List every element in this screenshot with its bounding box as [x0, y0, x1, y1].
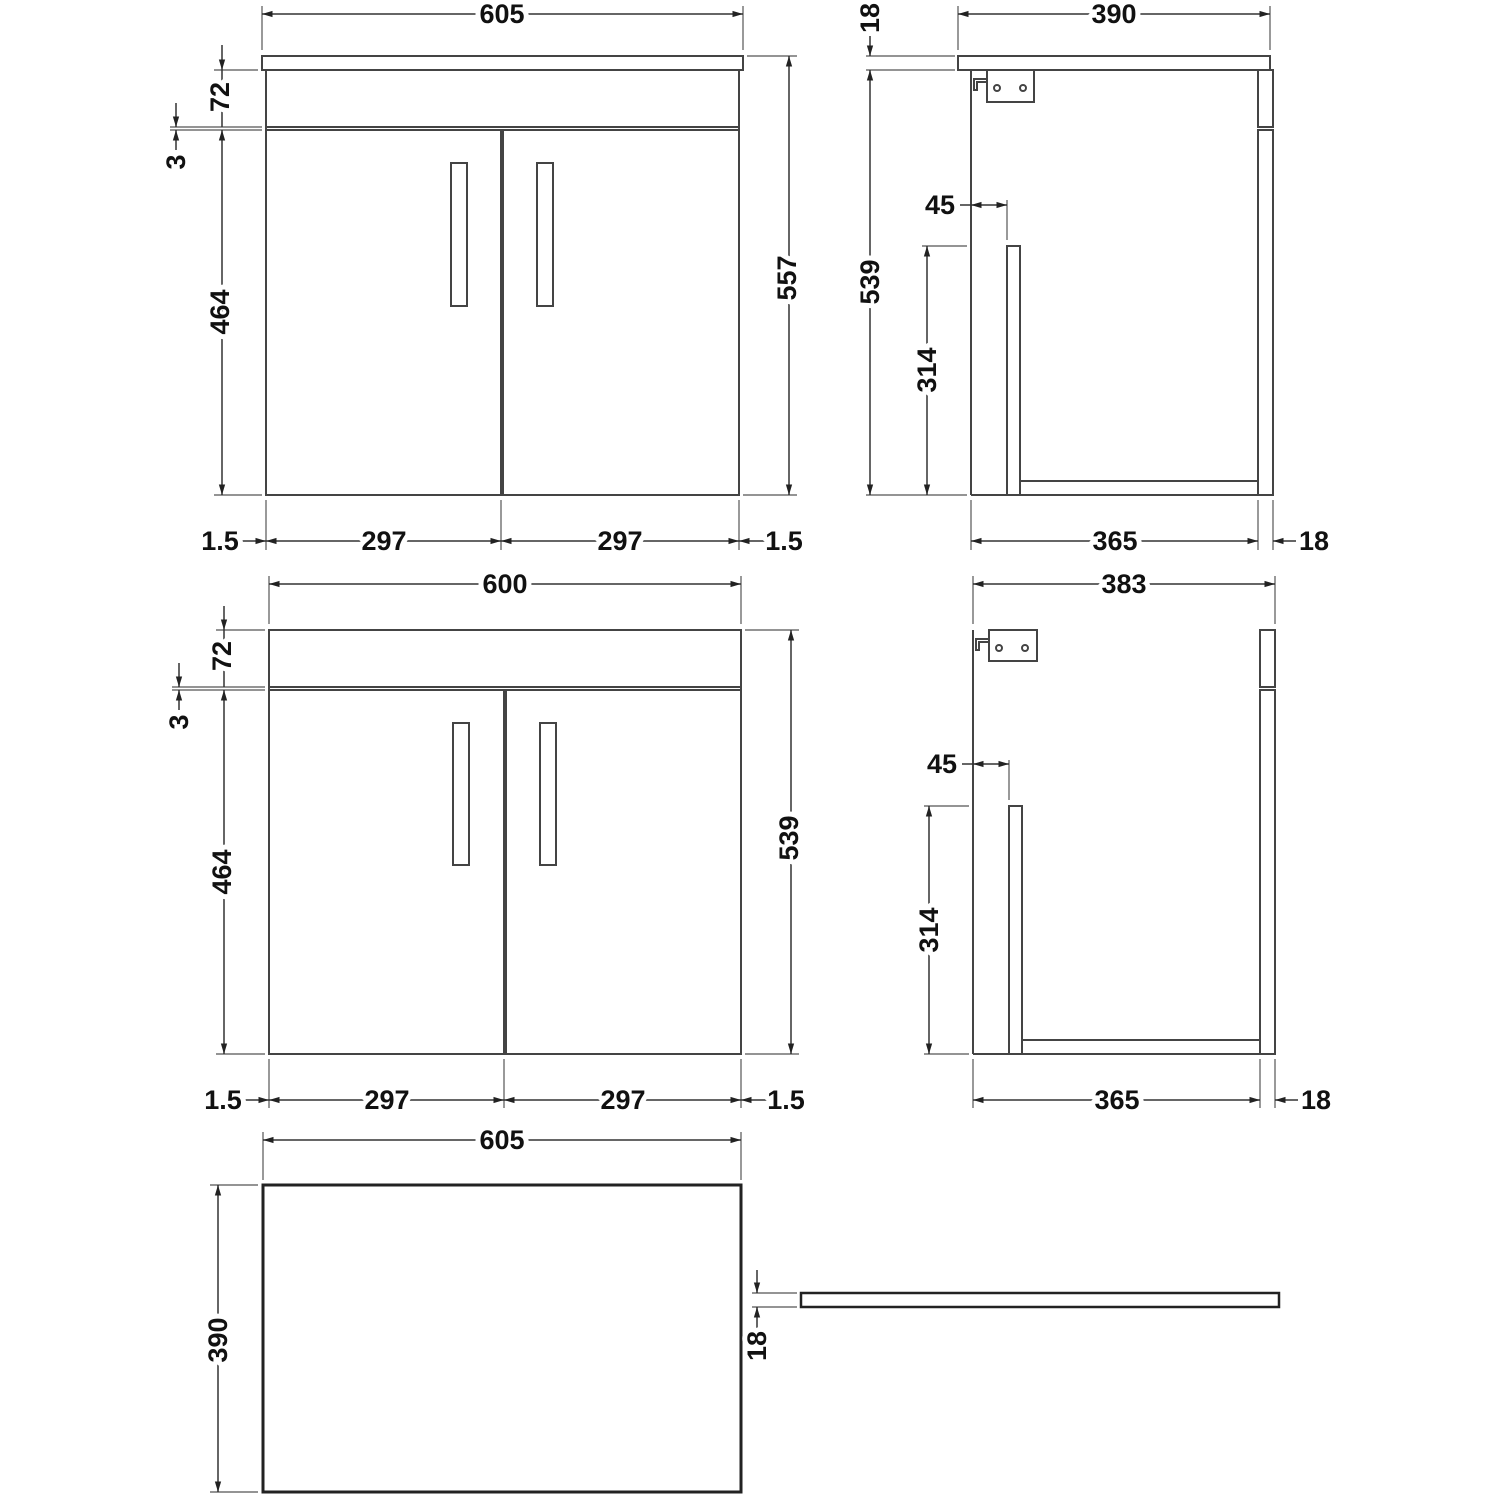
dim-door-right: 297: [597, 526, 642, 556]
dim-height: 557: [772, 255, 802, 300]
dim-height: 539: [774, 815, 804, 860]
worktop-views: 605 390 18: [198, 1120, 1281, 1494]
inner-panel: [1008, 805, 1023, 1055]
dim-door-left: 297: [361, 526, 406, 556]
door-edge: [1259, 689, 1276, 1055]
dim-depth: 390: [1091, 0, 1136, 29]
dim-top-thickness: 18: [855, 3, 885, 33]
worktop-edge: [261, 55, 744, 71]
side-view-no-top: 383 45 314 365 18: [909, 564, 1336, 1120]
inner-panel: [1006, 245, 1021, 496]
dim-inset: 45: [927, 749, 957, 779]
front-view-with-top: 605 72 464 3 557 1.5 297 297 1.5: [156, 0, 808, 561]
dim-width: 605: [479, 0, 524, 29]
dim-door-height: 464: [205, 289, 235, 334]
dim-panel-height: 314: [912, 347, 942, 392]
worktop-plan: [261, 1183, 743, 1494]
dim-door-height: 464: [207, 849, 237, 894]
dim-gap: 3: [164, 714, 194, 729]
dim-body-depth: 365: [1092, 526, 1137, 556]
right-handle: [536, 162, 554, 307]
left-door: [265, 129, 502, 496]
left-door: [268, 689, 505, 1055]
dim-panel-height: 314: [914, 907, 944, 952]
door-edge: [1257, 129, 1274, 496]
dim-side-right: 1.5: [767, 1085, 805, 1115]
front-view-no-top: 600 72 464 3 539 1.5 297 297 1.5: [159, 564, 810, 1120]
door-rail: [1257, 69, 1274, 128]
worktop-side: [799, 1291, 1281, 1309]
dim-depth: 383: [1101, 569, 1146, 599]
dim-width: 600: [482, 569, 527, 599]
door-rail: [1259, 629, 1276, 688]
right-handle: [539, 722, 557, 866]
left-handle: [452, 722, 470, 866]
dim-side-right: 1.5: [765, 526, 803, 556]
right-door: [502, 129, 740, 496]
dim-top-rail: 72: [207, 641, 237, 671]
dim-worktop-width: 605: [479, 1125, 524, 1155]
dim-worktop-thickness: 18: [742, 1331, 772, 1361]
dim-inset: 45: [925, 190, 955, 220]
shelf: [1019, 480, 1259, 496]
dim-worktop-depth: 390: [203, 1317, 233, 1362]
worktop-edge: [957, 55, 1271, 71]
wall-bracket: [986, 69, 1035, 103]
wall-bracket: [988, 629, 1038, 662]
left-handle: [450, 162, 468, 307]
dim-body-depth: 365: [1094, 1085, 1139, 1115]
dim-door-thickness: 18: [1299, 526, 1329, 556]
dim-door-thickness: 18: [1301, 1085, 1331, 1115]
right-door: [505, 689, 742, 1055]
dim-door-left: 297: [364, 1085, 409, 1115]
shelf: [1021, 1039, 1261, 1055]
side-view-with-top: 390 18 539 45 314 365 18: [850, 0, 1334, 561]
dim-side-left: 1.5: [204, 1085, 242, 1115]
dim-gap: 3: [161, 154, 191, 169]
dim-top-rail: 72: [205, 82, 235, 112]
dim-side-left: 1.5: [201, 526, 239, 556]
dim-door-right: 297: [600, 1085, 645, 1115]
dim-height: 539: [855, 259, 885, 304]
